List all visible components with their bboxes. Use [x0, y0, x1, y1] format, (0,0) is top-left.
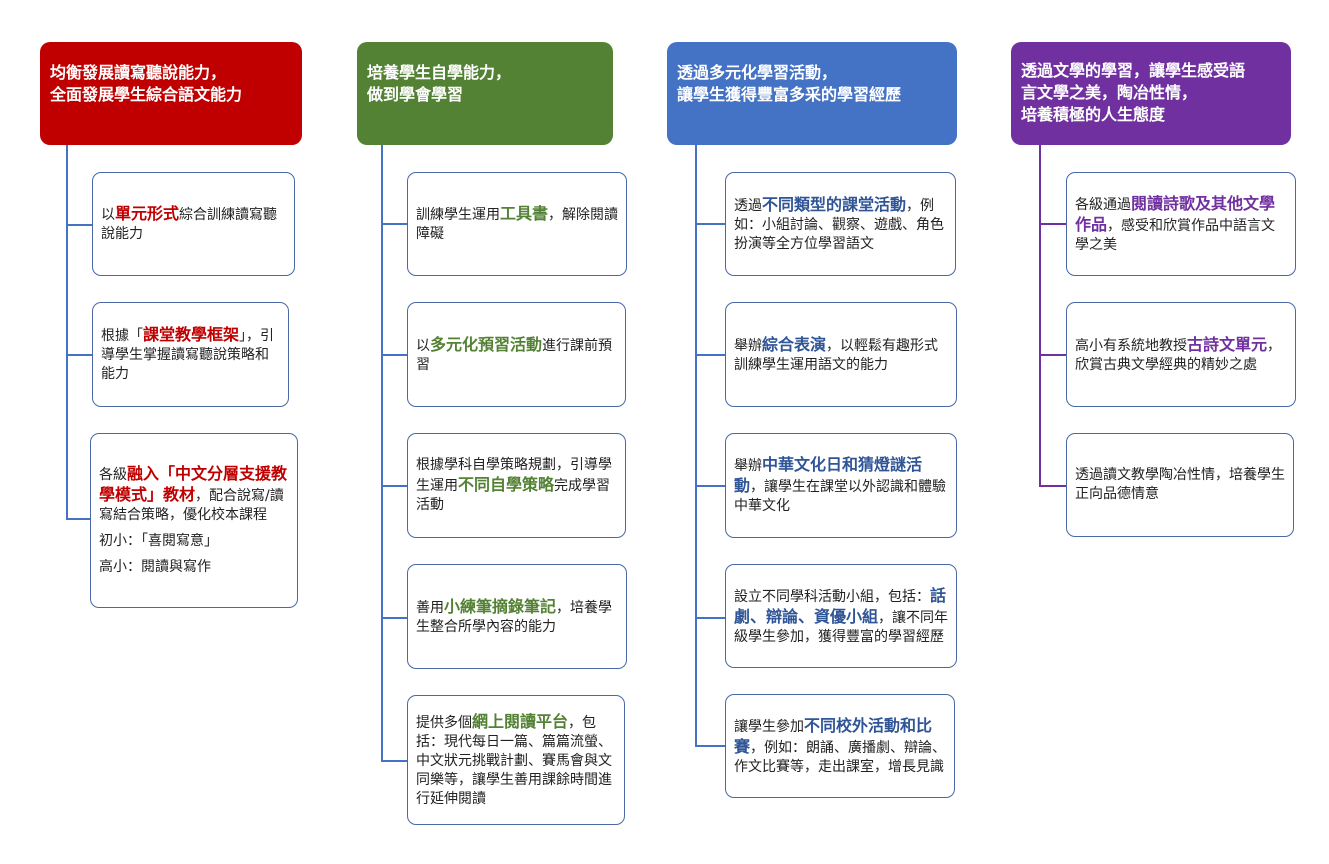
highlight-text: 工具書 [500, 204, 549, 223]
col3-header: 透過多元化學習活動， 讓學生獲得豐富多采的學習經歷 [667, 42, 957, 145]
col3-connector [695, 617, 725, 619]
item-text: 各級通過閱讀詩歌及其他文學作品，感受和欣賞作品中語言文學之美 [1075, 193, 1276, 253]
col1-header: 均衡發展讀寫聽說能力， 全面發展學生綜合語文能力 [40, 42, 302, 145]
item-text: 根據學科自學策略規劃，引導學生運用不同自學策略完成學習活動 [416, 457, 612, 513]
col2-header: 培養學生自學能力， 做到學會學習 [357, 42, 613, 145]
highlight-text: 古詩文單元 [1187, 334, 1268, 354]
highlight-text: 課堂教學框架 [143, 325, 240, 344]
col3-item-1: 透過不同類型的課堂活動，例如：小組討論、觀察、遊戲、角色扮演等全方位學習語文 [725, 172, 956, 276]
item-text: 以多元化預習活動進行課前預習 [416, 334, 613, 373]
col4-header: 透過文學的學習，讓學生感受語 言文學之美，陶冶性情， 培養積極的人生態度 [1011, 42, 1291, 145]
col2-connector [381, 223, 407, 225]
highlight-text: 綜合表演 [762, 334, 827, 354]
item-text: 提供多個網上閱讀平台，包括：現代每日一篇、篇篇流螢、中文狀元挑戰計劃、賽馬會與文… [416, 711, 612, 807]
col1-header-line2: 全面發展學生綜合語文能力 [50, 85, 243, 104]
highlight-text: 小練筆摘錄筆記 [444, 596, 557, 616]
item-subtext-lower-primary: 初小：「喜閱寫意」 [99, 533, 218, 549]
col3-item-3: 舉辦中華文化日和猜燈謎活動，讓學生在課堂以外認識和體驗中華文化 [725, 433, 957, 538]
col2-item-3: 根據學科自學策略規劃，引導學生運用不同自學策略完成學習活動 [407, 433, 626, 538]
item-text: 透過不同類型的課堂活動，例如：小組討論、觀察、遊戲、角色扮演等全方位學習語文 [734, 194, 944, 252]
col4-connector [1039, 354, 1066, 356]
col3-connector [695, 223, 725, 225]
highlight-text: 話劇、辯論、資優小組 [734, 585, 947, 626]
highlight-text: 多元化預習活動 [430, 334, 543, 354]
col2-item-1: 訓練學生運用工具書，解除閱讀障礙 [407, 172, 627, 276]
item-text: 舉辦綜合表演，以輕鬆有趣形式訓練學生運用語文的能力 [734, 334, 939, 373]
col4-item-1: 各級通過閱讀詩歌及其他文學作品，感受和欣賞作品中語言文學之美 [1066, 172, 1296, 276]
col1-connector-vertical [66, 145, 68, 519]
col2-connector [381, 760, 407, 762]
col1-connector [66, 224, 92, 226]
highlight-text: 單元形式 [115, 204, 180, 223]
col2-item-2: 以多元化預習活動進行課前預習 [407, 302, 626, 407]
item-text: 以單元形式綜合訓練讀寫聽說能力 [101, 204, 278, 242]
col1-item-1: 以單元形式綜合訓練讀寫聽說能力 [92, 172, 295, 276]
item-text: 高小有系統地教授古詩文單元，欣賞古典文學經典的精妙之處 [1075, 334, 1282, 373]
col2-header-line2: 做到學會學習 [367, 85, 464, 104]
col3-connector [695, 745, 725, 747]
col4-connector-vertical [1039, 145, 1041, 486]
item-text: 舉辦中華文化日和猜燈謎活動，讓學生在課堂以外認識和體驗中華文化 [734, 455, 947, 514]
col3-connector-vertical [695, 145, 697, 746]
item-text: 透過讀文教學陶冶性情，培養學生正向品德情意 [1075, 467, 1285, 502]
col4-header-line1: 透過文學的學習，讓學生感受語 [1021, 61, 1246, 80]
col4-header-line3: 培養積極的人生態度 [1021, 105, 1166, 124]
item-subtext-upper-primary: 高小：閱讀與寫作 [99, 559, 211, 575]
highlight-text: 閱讀詩歌及其他文學作品 [1075, 193, 1276, 234]
highlight-text: 不同自學策略 [458, 475, 555, 494]
item-text: 訓練學生運用工具書，解除閱讀障礙 [416, 204, 619, 242]
col3-connector [695, 485, 725, 487]
highlight-text: 網上閱讀平台 [472, 711, 569, 731]
col4-item-2: 高小有系統地教授古詩文單元，欣賞古典文學經典的精妙之處 [1066, 302, 1296, 407]
item-text: 根據「課堂教學框架」，引導學生掌握讀寫聽說策略和能力 [101, 325, 275, 382]
col1-header-line1: 均衡發展讀寫聽說能力， [50, 63, 227, 82]
col3-item-5: 讓學生參加不同校外活動和比賽，例如：朗誦、廣播劇、辯論、作文比賽等，走出課室，增… [725, 694, 955, 798]
highlight-text: 不同類型的課堂活動 [762, 194, 907, 214]
col4-header-line2: 言文學之美，陶冶性情， [1021, 83, 1198, 102]
col2-connector [381, 354, 407, 356]
col3-header-line1: 透過多元化學習活動， [677, 63, 838, 82]
col1-connector [66, 518, 90, 520]
col3-item-4: 設立不同學科活動小組，包括：話劇、辯論、資優小組，讓不同年級學生參加，獲得豐富的… [725, 564, 957, 668]
col3-item-2: 舉辦綜合表演，以輕鬆有趣形式訓練學生運用語文的能力 [725, 302, 957, 407]
highlight-text: 融入「中文分層支援教學模式」教材 [99, 464, 288, 504]
col2-item-5: 提供多個網上閱讀平台，包括：現代每日一篇、篇篇流螢、中文狀元挑戰計劃、賽馬會與文… [407, 695, 625, 825]
item-text: 設立不同學科活動小組，包括：話劇、辯論、資優小組，讓不同年級學生參加，獲得豐富的… [734, 585, 949, 645]
col1-connector [66, 354, 92, 356]
col3-header-line2: 讓學生獲得豐富多采的學習經歷 [677, 85, 902, 104]
item-text: 各級融入「中文分層支援教學模式」教材，配合說寫/讀寫結合策略，優化校本課程 [99, 464, 288, 523]
col2-header-line1: 培養學生自學能力， [367, 63, 512, 82]
col1-item-2: 根據「課堂教學框架」，引導學生掌握讀寫聽說策略和能力 [92, 302, 289, 407]
col4-item-3: 透過讀文教學陶冶性情，培養學生正向品德情意 [1066, 433, 1294, 537]
item-text: 善用小練筆摘錄筆記，培養學生整合所學內容的能力 [416, 596, 613, 635]
col2-connector [381, 617, 407, 619]
col3-connector [695, 354, 725, 356]
col2-connector [381, 485, 407, 487]
col1-item-3: 各級融入「中文分層支援教學模式」教材，配合說寫/讀寫結合策略，優化校本課程 初小… [90, 433, 298, 608]
item-text: 讓學生參加不同校外活動和比賽，例如：朗誦、廣播劇、辯論、作文比賽等，走出課室，增… [734, 715, 947, 775]
highlight-text: 中華文化日和猜燈謎活動 [734, 455, 923, 495]
col4-connector [1039, 223, 1066, 225]
col2-item-4: 善用小練筆摘錄筆記，培養學生整合所學內容的能力 [407, 564, 627, 669]
col2-connector-vertical [381, 145, 383, 761]
highlight-text: 不同校外活動和比賽 [734, 715, 933, 756]
col4-connector [1039, 485, 1066, 487]
